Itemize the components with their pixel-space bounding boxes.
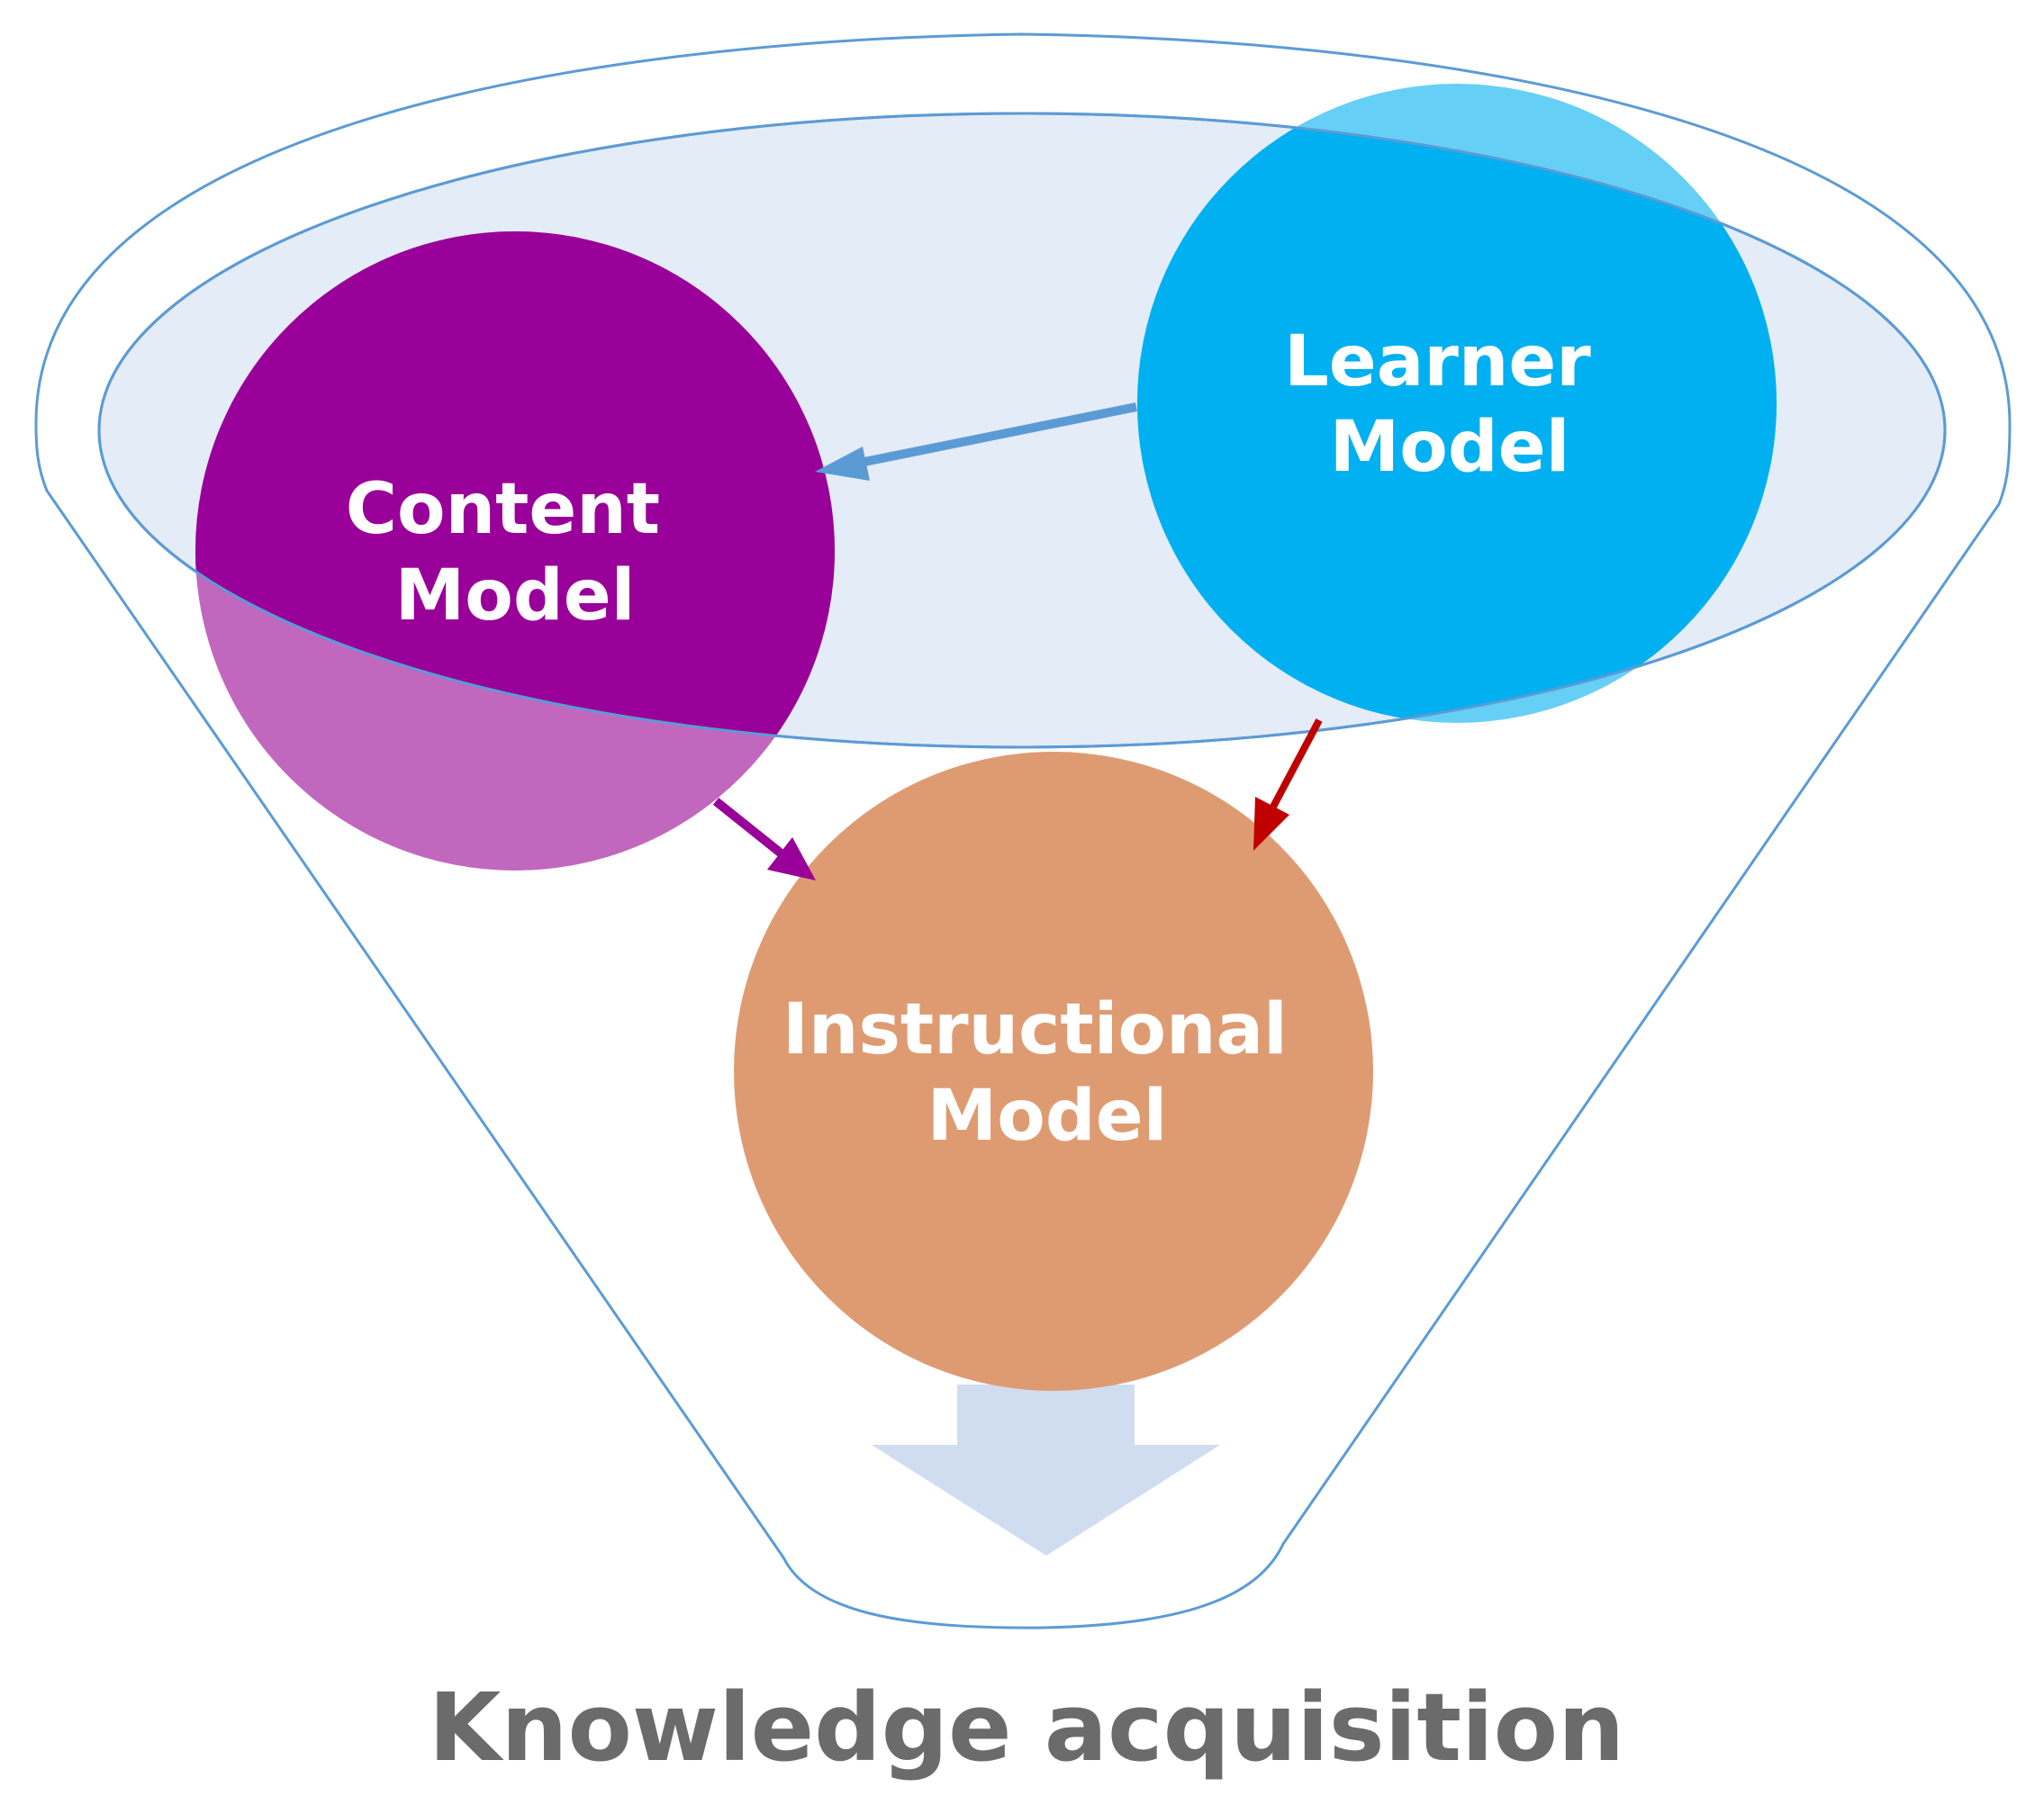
learner-model-label-line2: Model: [1330, 407, 1570, 488]
arrow-learner-to-instructional: [1253, 718, 1323, 851]
content-model-label-line2: Model: [395, 555, 636, 636]
content-model-label-line1: Content: [346, 469, 660, 550]
arrow-content-to-instructional: [712, 798, 816, 880]
funnel-rim-outline: [97, 112, 1947, 749]
learner-model-label-line1: Learner: [1284, 321, 1591, 402]
output-arrow: [872, 1385, 1220, 1556]
diagram-caption: Knowledge acquisition: [429, 1673, 1624, 1782]
instructional-model-label-line1: Instructional: [782, 989, 1288, 1070]
learner-model-label: Learner Model: [1284, 321, 1615, 488]
instructional-model-label-line2: Model: [927, 1076, 1168, 1157]
learner-model-circle: [1137, 113, 1777, 723]
arrow-learner-to-content: [815, 402, 1137, 481]
content-model-label: Content Model: [346, 469, 685, 636]
instructional-model-label: Instructional Model: [782, 989, 1312, 1157]
instructional-model-circle: [734, 752, 1373, 1391]
